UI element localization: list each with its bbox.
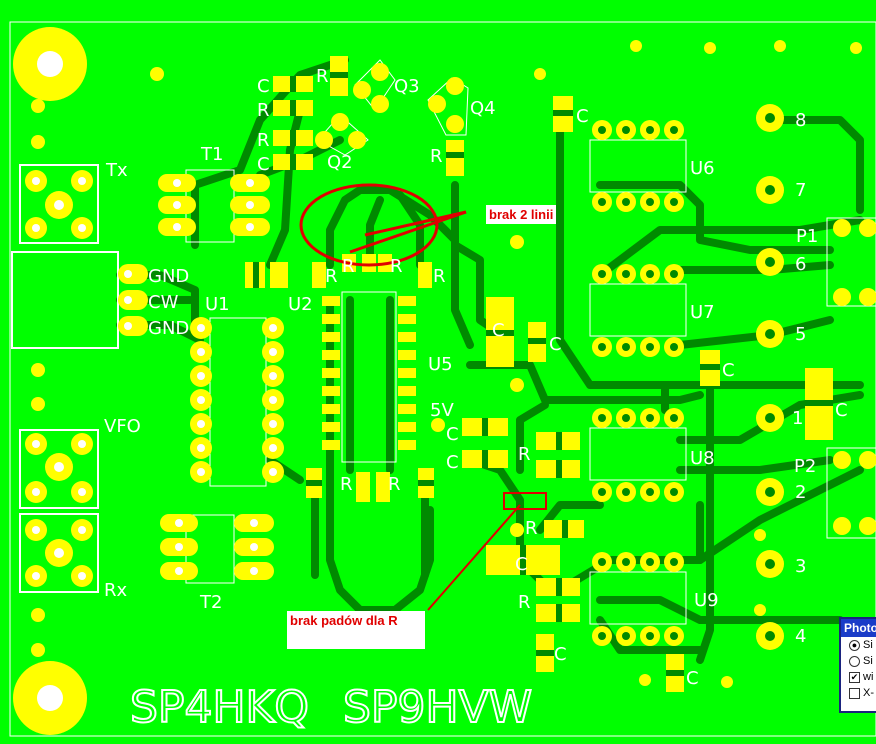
label-c: C [835,400,848,421]
label-5v: 5V [430,400,454,421]
checkbox-icon[interactable]: ✔ [849,672,860,683]
label-pin-2: 2 [795,482,806,503]
label-pin-1: 1 [792,408,803,429]
ic-u7 [589,264,687,357]
missing-pads-pointer [427,504,521,611]
label-u9: U9 [694,590,719,611]
label-c: C [257,76,270,97]
connector-vfo [19,429,99,509]
label-r: R [388,474,401,495]
missing-pads-marker [503,492,547,510]
silkscreen-labels: Tx VFO Rx T1 T2 U1 U2 U5 U6 U7 U8 U9 Q2 … [104,66,848,689]
option-row-1[interactable]: ●Si [841,637,876,653]
ic-u6 [589,120,687,212]
label-q2: Q2 [327,152,353,173]
connector-tx [19,164,99,244]
label-gnd-2: GND [148,318,189,339]
label-u8: U8 [690,448,715,469]
numbered-pads [756,104,784,650]
label-r: R [525,518,538,539]
label-r: R [433,266,446,287]
label-r: R [316,66,329,87]
label-t1: T1 [200,144,223,165]
label-r: R [257,130,270,151]
transformer-t2 [160,514,274,584]
label-c: C [446,424,459,445]
label-gnd-1: GND [148,266,189,287]
label-u2: U2 [288,294,313,315]
missing-lines-arrow-1 [364,210,467,237]
label-r: R [257,100,270,121]
label-r: R [518,444,531,465]
label-u1: U1 [205,294,230,315]
radio-icon[interactable]: ● [849,640,860,651]
label-pin-5: 5 [795,324,806,345]
callsign-1: SP4HKQ [130,682,309,733]
label-u7: U7 [690,302,715,323]
ic-u1 [190,317,284,487]
label-c: C [549,334,562,355]
missing-lines-marker [299,183,439,267]
label-r: R [325,266,338,287]
label-c: C [722,360,735,381]
option-row-3[interactable]: ✔wi [849,671,874,683]
annotation-missing-lines: brak 2 linii [486,205,557,224]
label-cw: CW [148,292,179,313]
label-q4: Q4 [470,98,496,119]
label-pin-4: 4 [795,626,806,647]
label-c: C [515,554,528,575]
label-p2: P2 [794,456,816,477]
label-r: R [430,146,443,167]
panel-title: Photo [841,619,876,637]
option-row-2[interactable]: Si [841,653,876,669]
mounting-hole-top-left [13,27,87,101]
label-u6: U6 [690,158,715,179]
label-r: R [518,592,531,613]
label-pin-8: 8 [795,110,806,131]
transistor-q2 [315,113,369,156]
label-pin-6: 6 [795,254,806,275]
label-tx: Tx [105,160,128,181]
label-c: C [554,644,567,665]
label-r: R [390,256,403,277]
mounting-hole-bottom-left [13,661,87,735]
label-c: C [446,452,459,473]
option-row-4[interactable]: X- [841,685,876,701]
missing-lines-arrow-2 [349,210,467,254]
label-vfo: VFO [104,416,141,437]
transformer-t1 [158,169,270,243]
label-c: C [686,668,699,689]
label-c: C [492,320,505,341]
callsign-2: SP9HVW [343,682,532,733]
annotation-missing-pads: brak padów dla R [287,611,425,649]
label-rx: Rx [104,580,128,601]
connector-rx [19,513,99,593]
photo-options-panel: Photo ●Si Si ✔wi X- [839,617,876,713]
pot-p1 [826,217,876,307]
checkbox-icon[interactable] [849,688,860,699]
pot-p2 [826,447,876,539]
label-t2: T2 [199,592,222,613]
label-pin-3: 3 [795,556,806,577]
label-q3: Q3 [394,76,420,97]
label-c: C [576,106,589,127]
transistor-q4 [427,77,469,136]
ic-u8 [589,408,687,502]
ic-u9 [589,552,687,646]
radio-icon[interactable] [849,656,860,667]
label-r: R [342,256,355,277]
vias [31,40,862,688]
label-p1: P1 [796,226,818,247]
label-pin-7: 7 [795,180,806,201]
ic-u2 [322,291,416,463]
transistor-q3 [353,59,396,113]
label-u5: U5 [428,354,453,375]
label-r: R [340,474,353,495]
label-c: C [257,154,270,175]
key-connector [11,251,148,349]
